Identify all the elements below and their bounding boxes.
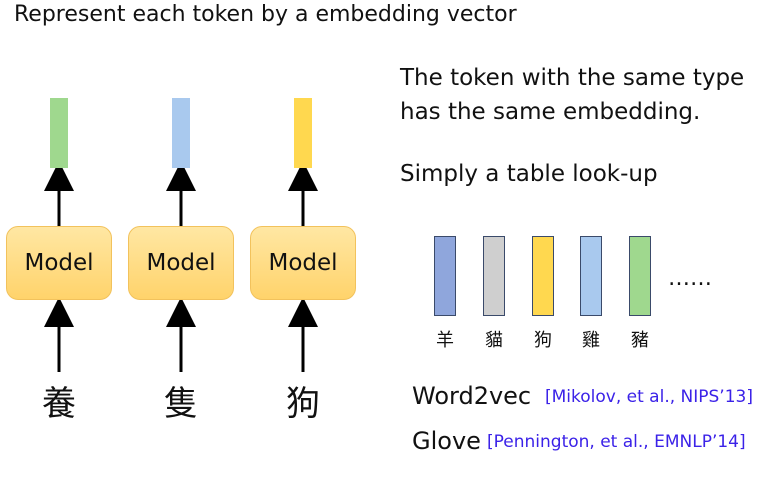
note-table-lookup: Simply a table look-up <box>400 161 658 187</box>
input-token-3: 狗 <box>286 384 320 424</box>
table-ellipsis: …… <box>668 266 712 291</box>
model-box-1: Model <box>6 226 112 300</box>
method-glove: Glove <box>412 427 481 455</box>
embedding-vector-2 <box>172 98 190 168</box>
table-vector-2 <box>483 236 505 316</box>
embedding-vector-1 <box>50 98 68 168</box>
embedding-vector-3 <box>294 98 312 168</box>
note-same-type-line1: The token with the same type <box>400 65 745 91</box>
slide-title: Represent each token by a embedding vect… <box>14 2 517 27</box>
table-vector-5 <box>629 236 651 316</box>
table-label-1: 羊 <box>436 330 454 351</box>
note-same-type-line2: has the same embedding. <box>400 99 701 125</box>
table-label-4: 雞 <box>582 330 600 351</box>
model-box-2: Model <box>128 226 234 300</box>
table-label-3: 狗 <box>534 330 552 351</box>
table-label-5: 豬 <box>631 330 649 351</box>
method-word2vec: Word2vec <box>412 382 532 410</box>
table-label-2: 貓 <box>485 330 503 351</box>
input-token-2: 隻 <box>164 384 198 424</box>
model-box-3: Model <box>250 226 356 300</box>
table-vector-4 <box>580 236 602 316</box>
table-vector-3 <box>532 236 554 316</box>
citation-word2vec: [Mikolov, et al., NIPS’13] <box>545 387 753 407</box>
input-token-1: 養 <box>42 384 76 424</box>
table-vector-1 <box>434 236 456 316</box>
citation-glove: [Pennington, et al., EMNLP’14] <box>487 432 746 452</box>
